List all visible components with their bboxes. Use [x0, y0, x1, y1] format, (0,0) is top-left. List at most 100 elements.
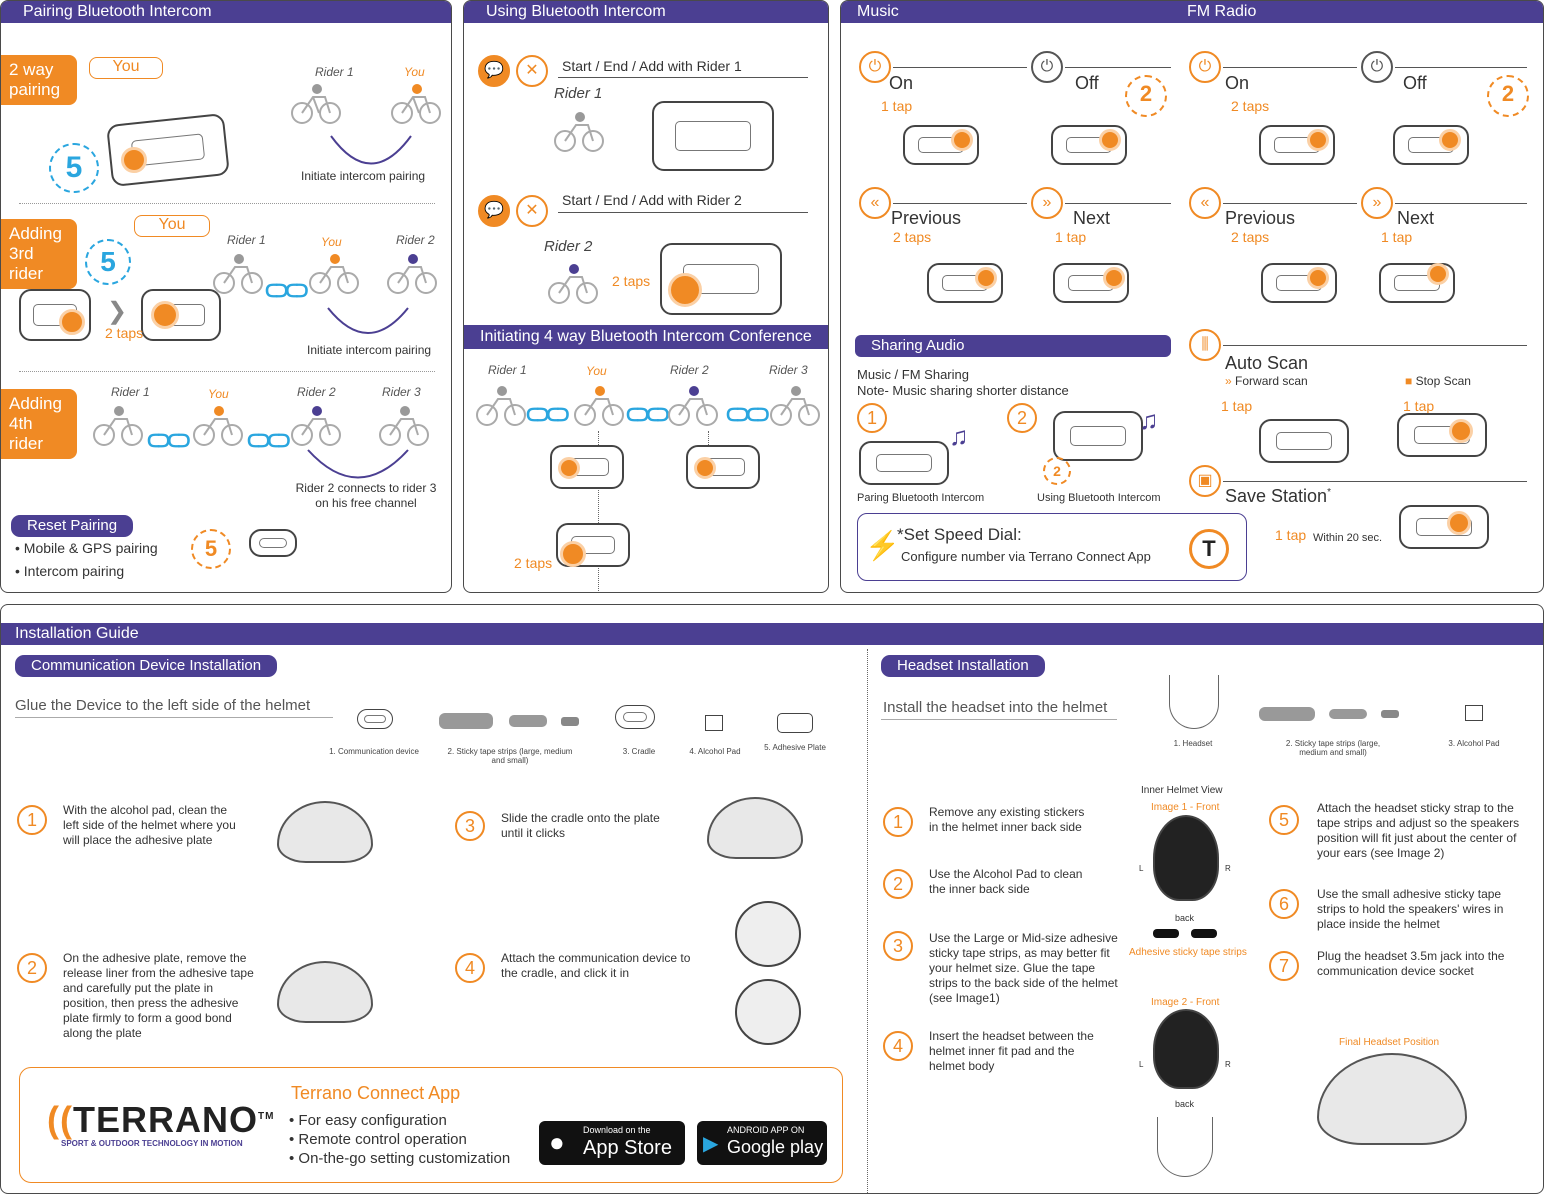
mute-icon: ✕ — [516, 195, 548, 227]
bike-icon — [668, 386, 718, 426]
bike-icon — [193, 406, 243, 446]
start2-label: Start / End / Add with Rider 2 — [562, 192, 742, 208]
alcohol-pad-icon — [1465, 705, 1483, 721]
speed-dial-box — [857, 513, 1247, 581]
helmet-detail-icon — [735, 979, 801, 1045]
bike-icon — [387, 254, 437, 294]
device-icon — [859, 441, 949, 485]
terrano-tagline: SPORT & OUTDOOR TECHNOLOGY IN MOTION — [61, 1139, 243, 1148]
tape-strip-icon — [1381, 710, 1399, 718]
power-on-icon: ⏻ — [859, 51, 891, 83]
cradle-icon — [615, 705, 655, 729]
tape-strip-icon — [439, 713, 493, 729]
divider — [19, 371, 435, 372]
two-taps-label: 2 taps — [105, 325, 144, 341]
gplay-label: Google play — [727, 1137, 824, 1157]
rule — [1395, 203, 1527, 204]
comm-step-1: With the alcohol pad, clean the left sid… — [63, 803, 236, 847]
sharing-caption-1: Paring Bluetooth Intercom — [857, 492, 985, 504]
rider3-label: Rider 3 — [382, 385, 421, 399]
you-label: You — [321, 235, 342, 249]
two-taps-label: 2 taps — [514, 555, 553, 571]
head-step-4: Insert the headset between the helmet in… — [929, 1029, 1094, 1073]
L-label: L — [1139, 864, 1144, 873]
terrano-t-icon: T — [1189, 529, 1229, 569]
chain-link-icon: ᑕᑐᑕᑐ — [265, 281, 309, 301]
device-icon — [1259, 125, 1335, 165]
reset-item: • Intercom pairing — [15, 563, 125, 579]
next-icon: » — [1031, 187, 1063, 219]
chain-link-icon: ᑕᑐᑕᑐ — [247, 431, 291, 451]
step-3-icon: 3 — [883, 931, 913, 961]
speed-dial-title: *Set Speed Dial: — [897, 525, 1022, 544]
pair-button-icon — [560, 541, 586, 567]
back-label: back — [1175, 913, 1195, 923]
app-store-badge[interactable]: ● Download on the App Store — [539, 1121, 685, 1165]
talk-icon: 💬 — [478, 55, 510, 87]
pairing-arc — [330, 135, 412, 165]
next-label: Next — [1073, 208, 1111, 228]
reset-pairing-pill: Reset Pairing — [11, 515, 134, 537]
power-off-icon: ⏻ — [1031, 51, 1063, 83]
final-position-label: Final Headset Position — [1339, 1037, 1440, 1048]
next-taps: 1 tap — [1055, 229, 1087, 245]
headset-icon — [1169, 675, 1219, 729]
helmet-icon — [1317, 1053, 1467, 1145]
device-icon — [1399, 505, 1489, 549]
app-bullet: • For easy configuration — [289, 1112, 447, 1129]
step-6-icon: 6 — [1269, 889, 1299, 919]
lightning-icon: ⚡ — [865, 530, 900, 561]
comm-step-2: On the adhesive plate, remove the releas… — [63, 951, 254, 1040]
comm-step-3: Slide the cradle onto the plate until it… — [501, 811, 660, 840]
rider1-label: Rider 1 — [554, 85, 603, 102]
prev-taps: 2 taps — [893, 229, 932, 245]
step-1-icon: 1 — [857, 403, 887, 433]
apple-icon: ● — [549, 1127, 565, 1157]
rider1-label: Rider 1 — [227, 233, 266, 247]
rider1-label: Rider 1 — [315, 65, 354, 79]
comm-pill: Communication Device Installation — [15, 655, 278, 677]
rule — [881, 719, 1117, 720]
adhesive-plate-icon — [777, 713, 813, 733]
app-title: Terrano Connect App — [291, 1083, 461, 1103]
initiate-label: Initiate intercom pairing — [307, 343, 432, 357]
rider2-label: Rider 2 — [544, 238, 593, 255]
head-step-6: Use the small adhesive sticky tape strip… — [1317, 887, 1504, 931]
previous-icon: « — [1189, 187, 1221, 219]
mute-icon: ✕ — [516, 55, 548, 87]
pair-button-icon — [151, 301, 179, 329]
head-step-2: Use the Alcohol Pad to clean the inner b… — [929, 867, 1083, 896]
within-label: Within 20 sec. — [1313, 532, 1383, 544]
rule — [15, 717, 333, 718]
pairing-arc — [307, 449, 409, 479]
comm-step-4: Attach the communication device to the c… — [501, 951, 691, 980]
tape-strip-icon — [1259, 707, 1315, 721]
power-off-icon: ⏻ — [1361, 51, 1393, 83]
pair-button-icon — [121, 147, 147, 173]
fm-previous-label: Previous — [1225, 208, 1296, 228]
rule — [558, 212, 808, 213]
on-taps: 1 tap — [881, 98, 913, 114]
google-play-badge[interactable]: ▶ ANDROID APP ON Google play — [697, 1121, 827, 1165]
bike-icon — [391, 84, 441, 124]
fm-next-label: Next — [1397, 208, 1435, 228]
helmet-icon — [277, 801, 373, 863]
you-box-2: You — [134, 215, 210, 237]
fm-next-taps: 1 tap — [1381, 229, 1413, 245]
part-label: 1. Communication device — [329, 747, 419, 756]
app-box — [19, 1067, 843, 1183]
save-station-label: Save Station* — [1225, 486, 1331, 506]
rule — [1395, 67, 1527, 68]
part-label: 4. Alcohol Pad — [689, 747, 741, 756]
adding3-badge: Adding 3rd rider — [1, 219, 77, 289]
next-icon: » — [1361, 187, 1393, 219]
divider — [19, 203, 435, 204]
chain-link-icon: ᑕᑐᑕᑐ — [726, 405, 770, 425]
device-icon — [1053, 411, 1143, 461]
part-label: 3. Alcohol Pad — [1448, 739, 1500, 748]
inner-helmet-icon — [1153, 815, 1219, 901]
timer-2-icon: 2 — [1125, 75, 1167, 117]
chain-link-icon: ᑕᑐᑕᑐ — [626, 405, 670, 425]
install-header: Installation Guide — [1, 623, 1543, 645]
